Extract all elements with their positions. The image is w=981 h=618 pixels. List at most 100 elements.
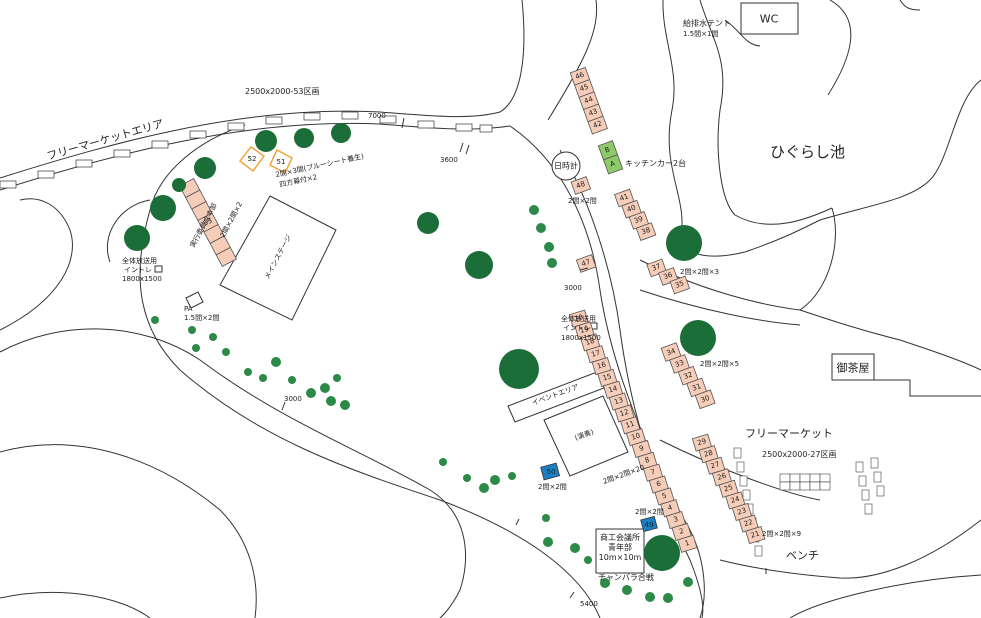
booth-51[interactable]: 51 (269, 149, 293, 174)
svg-text:A: A (609, 159, 616, 168)
svg-text:32: 32 (683, 370, 694, 381)
svg-text:9: 9 (638, 444, 645, 453)
svg-text:3: 3 (672, 515, 679, 524)
svg-text:52: 52 (248, 155, 257, 163)
dim-3000-top: 3000 (564, 284, 582, 292)
toilet-top-line2: イントレ (124, 266, 152, 274)
svg-text:B: B (604, 145, 611, 154)
booths-30-34-size: 2間×2間×5 (700, 360, 739, 368)
svg-text:42: 42 (592, 119, 603, 130)
teahouse-label: 御茶屋 (837, 361, 870, 375)
booths-1-20: 20 19 18 17 16 15 14 13 12 11 10 9 8 7 6… (568, 309, 698, 553)
svg-text:41: 41 (619, 192, 630, 203)
road-markers (0, 111, 493, 189)
teahouse: 御茶屋 (831, 353, 875, 381)
svg-text:24: 24 (730, 495, 741, 505)
booth53-size: 2間×2間×2 (219, 201, 244, 239)
right-markers (733, 447, 885, 557)
dim-7000: 7000 (368, 112, 386, 120)
svg-text:12: 12 (619, 408, 630, 418)
svg-text:37: 37 (651, 262, 662, 273)
pa-line2: 1.5間×2間 (184, 314, 219, 322)
chamber-line1: 商工会議所 (600, 532, 640, 542)
svg-text:8: 8 (644, 456, 651, 465)
svg-text:29: 29 (696, 437, 707, 447)
booth-50[interactable]: 50 (540, 462, 561, 481)
svg-text:22: 22 (743, 518, 754, 528)
svg-text:38: 38 (640, 226, 651, 237)
svg-text:11: 11 (625, 420, 636, 430)
toilet-top-line3: 1800x1500 (122, 275, 162, 283)
svg-text:13: 13 (613, 396, 624, 406)
supply-tent-line2: 1.5間×1間 (683, 30, 718, 38)
svg-text:43: 43 (588, 107, 599, 118)
svg-text:36: 36 (662, 271, 674, 282)
trees (124, 123, 716, 603)
dim-3000-left: 3000 (284, 395, 302, 403)
sundial-label: 日時計 (554, 161, 578, 171)
chamber-line2: 青年部 (608, 542, 632, 552)
booth48-size: 2間×2間 (568, 197, 597, 205)
free-market-right-label: フリーマーケット (745, 427, 833, 440)
chamber-line4: チャンバラ合戦 (598, 572, 654, 582)
booths-35-37: 37 36 35 (646, 258, 691, 295)
svg-text:30: 30 (700, 394, 711, 405)
svg-text:21: 21 (750, 529, 761, 539)
supply-tent-line1: 給排水テント (683, 18, 731, 28)
booth-52[interactable]: 52 (239, 146, 265, 172)
svg-text:44: 44 (583, 95, 595, 106)
svg-text:19: 19 (579, 325, 590, 335)
main-stage: メインステージ (219, 195, 337, 321)
svg-text:5: 5 (661, 491, 668, 500)
svg-text:2: 2 (678, 527, 685, 536)
svg-text:25: 25 (723, 483, 734, 493)
booths-38-41: 41 40 39 38 (614, 188, 657, 241)
kitchen-car-label: キッチンカー2台 (625, 158, 686, 168)
booth-53-num: 53 (202, 216, 214, 227)
booths-21-29-size: 2間×2間×9 (762, 530, 801, 538)
svg-text:27: 27 (710, 460, 721, 470)
booths-42-46: 46 45 44 43 42 (569, 66, 608, 135)
toilet-top-box (154, 265, 163, 273)
booth-48[interactable]: 48 (570, 176, 592, 195)
svg-text:45: 45 (579, 83, 590, 94)
booths-30-34: 34 33 32 31 30 (660, 342, 716, 410)
svg-text:10: 10 (630, 432, 641, 442)
booths-21-29: 29 28 27 26 25 24 23 22 21 (691, 433, 766, 545)
pa-line1: PA (184, 305, 193, 313)
svg-text:31: 31 (691, 382, 702, 393)
svg-text:50: 50 (547, 468, 556, 476)
svg-text:51: 51 (277, 158, 286, 166)
svg-text:1: 1 (684, 539, 691, 548)
free-market-plots: 2500x2000-53区画 (245, 87, 320, 96)
svg-text:28: 28 (703, 449, 714, 459)
booth-49[interactable]: 49 (640, 515, 658, 533)
chamber-box: 商工会議所 青年部 10m×10m (595, 528, 645, 574)
pond-label: ひぐらし池 (770, 143, 845, 161)
svg-text:47: 47 (580, 258, 591, 269)
sundial: 日時計 (551, 151, 581, 181)
svg-text:18: 18 (585, 337, 596, 347)
svg-text:49: 49 (645, 521, 654, 529)
svg-text:16: 16 (596, 360, 607, 370)
pa-box (185, 291, 204, 309)
svg-text:35: 35 (674, 279, 685, 290)
booth-47[interactable]: 47 (575, 254, 597, 273)
svg-text:40: 40 (626, 203, 637, 214)
booth49-size: 2間×2間 (635, 508, 664, 516)
svg-text:14: 14 (608, 384, 619, 394)
toilet-mid-line3: 1800x1500 (561, 334, 601, 342)
free-market-area-label: フリーマーケットエリア (45, 117, 165, 163)
kitchen-cars: B A (597, 140, 624, 175)
toilet-mid-line2: イントレ (563, 324, 591, 332)
hq-booths: 53 (179, 178, 237, 267)
dim-5400: 5400 (580, 600, 598, 608)
booth50-size: 2間×2間 (538, 483, 567, 491)
chamber-line3: 10m×10m (599, 553, 642, 562)
dimension-ticks (281, 117, 767, 599)
svg-text:7: 7 (650, 468, 657, 477)
booths-1-20-size: 2間×2間×20 (602, 463, 646, 485)
svg-text:34: 34 (665, 347, 677, 358)
